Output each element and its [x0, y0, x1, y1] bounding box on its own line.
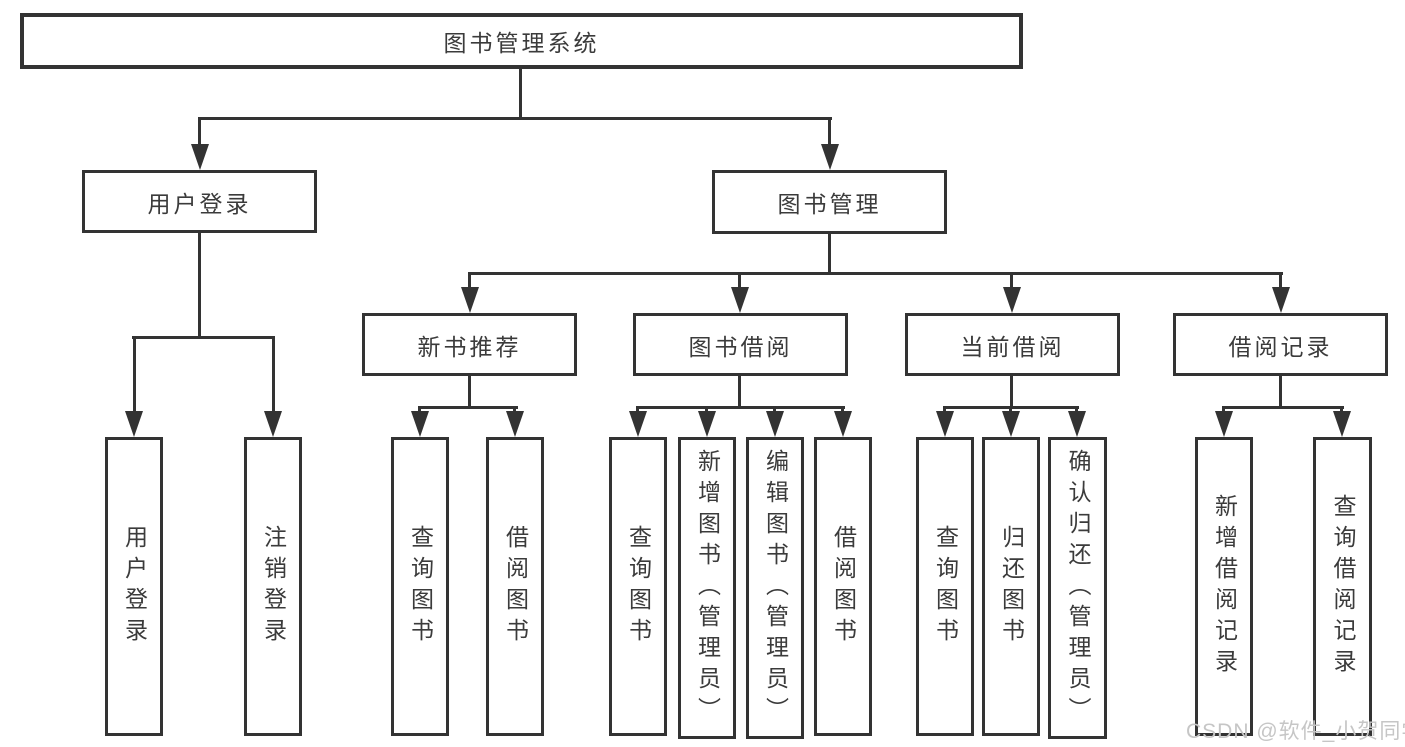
- connector-line: [738, 272, 741, 290]
- connector-line: [828, 117, 831, 146]
- leaf-br-add-borrow-record-label: 新增借阅记录: [1211, 493, 1238, 680]
- arrow-down-icon: [1002, 411, 1020, 437]
- node-borrowing-records: 借阅记录: [1173, 313, 1388, 376]
- leaf-user-login: 用户登录: [105, 437, 163, 736]
- connector-line: [519, 69, 522, 119]
- node-book-borrowing-label: 图书借阅: [688, 333, 793, 360]
- arrow-down-icon: [1003, 287, 1021, 313]
- arrow-down-icon: [1068, 411, 1086, 437]
- leaf-bb-edit-books-admin-label: 编辑图书（管理员）: [762, 448, 789, 728]
- connector-line: [636, 406, 639, 415]
- connector-line: [418, 406, 421, 415]
- arrow-down-icon: [264, 411, 282, 437]
- arrow-down-icon: [698, 411, 716, 437]
- leaf-logout-login: 注销登录: [244, 437, 302, 736]
- node-book-management: 图书管理: [712, 170, 947, 234]
- arrow-down-icon: [461, 287, 479, 313]
- connector-line: [468, 272, 1283, 275]
- arrow-down-icon: [629, 411, 647, 437]
- leaf-cb-return-books-label: 归还图书: [998, 524, 1025, 649]
- leaf-cb-query-books: 查询图书: [916, 437, 974, 736]
- connector-line: [1010, 376, 1013, 408]
- connector-line: [636, 406, 845, 409]
- node-new-book-recommendation: 新书推荐: [362, 313, 577, 376]
- connector-line: [1222, 406, 1344, 409]
- leaf-bb-add-books-admin-label: 新增图书（管理员）: [694, 448, 721, 728]
- connector-line: [738, 376, 741, 408]
- leaf-nb-query-books-label: 查询图书: [407, 524, 434, 649]
- connector-line: [198, 117, 201, 146]
- connector-line: [1009, 406, 1012, 415]
- leaf-cb-confirm-return-admin: 确认归还（管理员）: [1048, 437, 1107, 739]
- connector-line: [943, 406, 946, 415]
- node-library-system-label: 图书管理系统: [443, 30, 600, 56]
- connector-line: [1075, 406, 1078, 415]
- connector-line: [1340, 406, 1343, 415]
- leaf-cb-query-books-label: 查询图书: [932, 524, 959, 649]
- arrow-down-icon: [821, 144, 839, 170]
- leaf-cb-return-books: 归还图书: [982, 437, 1040, 736]
- connector-line: [468, 272, 471, 290]
- leaf-br-query-borrow-record-label: 查询借阅记录: [1330, 493, 1356, 680]
- leaf-nb-query-books: 查询图书: [391, 437, 449, 736]
- leaf-bb-add-books-admin: 新增图书（管理员）: [678, 437, 736, 739]
- node-user-login-label: 用户登录: [147, 190, 252, 217]
- arrow-down-icon: [125, 411, 143, 437]
- node-user-login: 用户登录: [82, 170, 317, 233]
- leaf-bb-borrow-books-label: 借阅图书: [830, 524, 857, 649]
- node-new-book-recommendation-label: 新书推荐: [417, 333, 522, 360]
- connector-line: [132, 336, 275, 339]
- arrow-down-icon: [191, 144, 209, 170]
- leaf-bb-query-books-label: 查询图书: [625, 524, 652, 649]
- node-library-system: 图书管理系统: [20, 13, 1023, 69]
- node-book-management-label: 图书管理: [777, 191, 882, 217]
- connector-line: [133, 336, 136, 414]
- leaf-bb-query-books: 查询图书: [609, 437, 667, 736]
- connector-line: [468, 376, 471, 408]
- leaf-logout-login-label: 注销登录: [260, 524, 287, 649]
- node-book-borrowing: 图书借阅: [633, 313, 848, 376]
- leaf-bb-borrow-books: 借阅图书: [814, 437, 872, 736]
- connector-line: [272, 336, 275, 414]
- connector-line: [513, 406, 516, 415]
- connector-line: [1279, 272, 1282, 290]
- leaf-bb-edit-books-admin: 编辑图书（管理员）: [746, 437, 804, 739]
- arrow-down-icon: [1272, 287, 1290, 313]
- node-current-borrowing: 当前借阅: [905, 313, 1120, 376]
- connector-line: [198, 233, 201, 338]
- leaf-br-add-borrow-record: 新增借阅记录: [1195, 437, 1253, 736]
- connector-line: [705, 406, 708, 415]
- node-borrowing-records-label: 借阅记录: [1228, 333, 1333, 360]
- connector-line: [1222, 406, 1225, 415]
- arrow-down-icon: [1333, 411, 1351, 437]
- arrow-down-icon: [506, 411, 524, 437]
- connector-line: [1279, 376, 1282, 408]
- connector-line: [198, 117, 832, 120]
- leaf-user-login-label: 用户登录: [121, 524, 148, 649]
- watermark: CSDN @软件_小贺同学: [1186, 720, 1405, 743]
- connector-line: [773, 406, 776, 415]
- connector-line: [418, 406, 518, 409]
- node-current-borrowing-label: 当前借阅: [960, 333, 1065, 360]
- leaf-br-query-borrow-record: 查询借阅记录: [1313, 437, 1372, 736]
- leaf-nb-borrow-books: 借阅图书: [486, 437, 544, 736]
- arrow-down-icon: [834, 411, 852, 437]
- arrow-down-icon: [731, 287, 749, 313]
- connector-line: [1010, 272, 1013, 290]
- arrow-down-icon: [411, 411, 429, 437]
- leaf-cb-confirm-return-admin-label: 确认归还（管理员）: [1065, 448, 1091, 728]
- arrow-down-icon: [936, 411, 954, 437]
- arrow-down-icon: [766, 411, 784, 437]
- arrow-down-icon: [1215, 411, 1233, 437]
- connector-line: [828, 234, 831, 275]
- leaf-nb-borrow-books-label: 借阅图书: [502, 524, 529, 649]
- connector-line: [841, 406, 844, 415]
